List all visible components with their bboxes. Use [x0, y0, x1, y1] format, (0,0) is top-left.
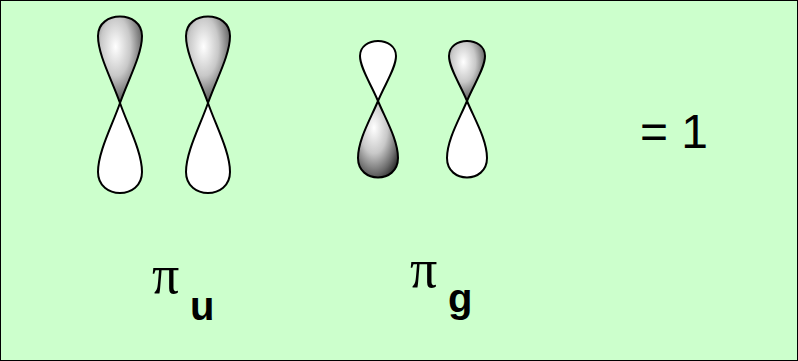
- orbital-lobe: [360, 41, 396, 101]
- orbital-subscript: g: [448, 278, 472, 318]
- orbital-symbol: π: [152, 248, 179, 302]
- orbital-symbol: π: [410, 242, 437, 296]
- orbital-lobe: [98, 17, 142, 104]
- orbital-subscript: u: [190, 286, 214, 326]
- orbital-lobe: [447, 101, 487, 178]
- orbital-lobe: [186, 17, 230, 104]
- orbital-lobe: [449, 41, 485, 101]
- orbital-lobe: [186, 103, 230, 193]
- orbital-lobe: [98, 103, 142, 193]
- equation-text: = 1: [640, 108, 708, 156]
- orbital-lobe: [358, 101, 398, 178]
